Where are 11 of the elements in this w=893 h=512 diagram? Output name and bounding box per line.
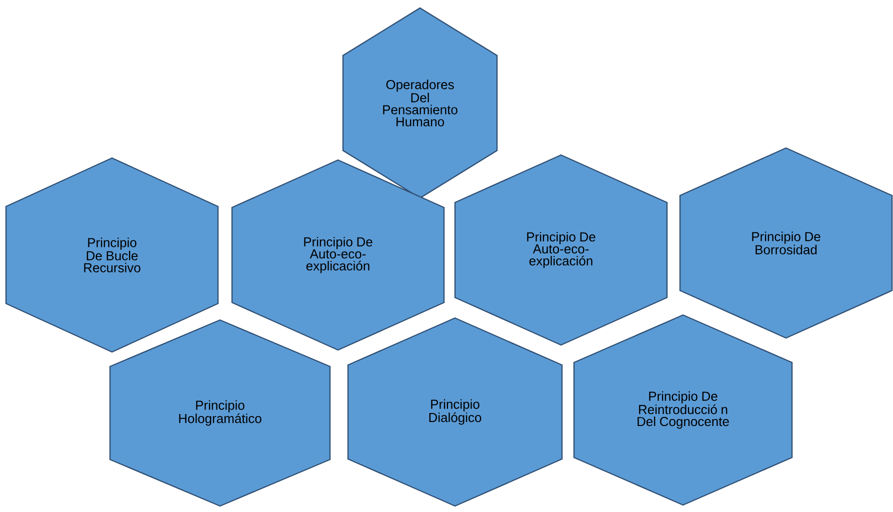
hexagon: Principio De Borrosidad	[679, 147, 893, 339]
node-label: Principio Dialógico	[429, 399, 482, 425]
hexagon: Principio Dialógico	[347, 317, 563, 507]
hexagon: Principio De Auto-eco-explicación	[231, 159, 445, 351]
hexagon: Principio Hologramático	[109, 319, 331, 507]
hexagon: Operadores Del Pensamiento Humano	[342, 7, 498, 199]
hexagon: Principio De Auto-eco-explicación	[454, 154, 668, 346]
hexagon: Principio De Reintroducció n Del Cognocente	[573, 314, 793, 506]
node-label: Principio De Reintroducció n Del Cognocente	[638, 391, 729, 429]
node-label: Principio Hologramático	[179, 400, 262, 426]
hexagon: Principio De Bucle Recursivo	[5, 157, 219, 353]
